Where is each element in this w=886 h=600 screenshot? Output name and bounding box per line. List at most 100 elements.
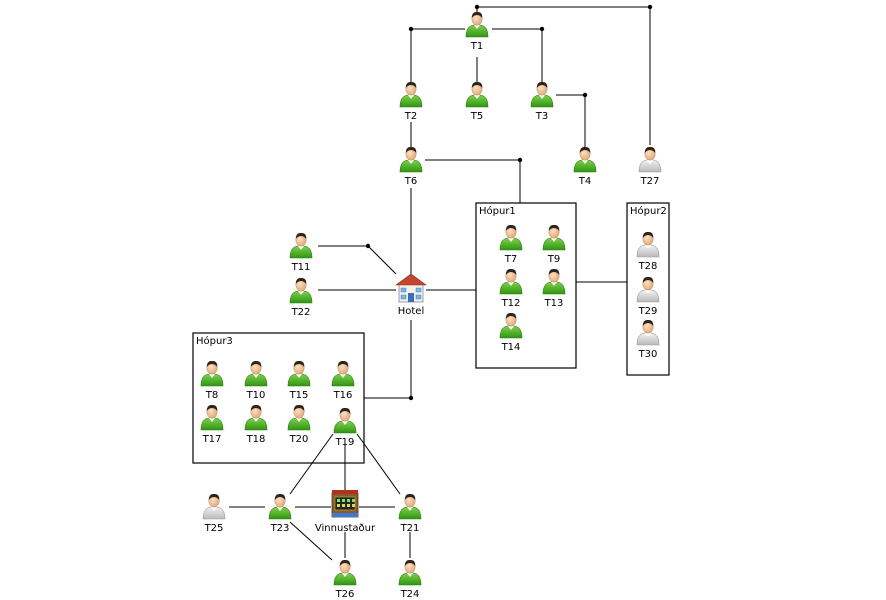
workplace-icon (331, 490, 359, 518)
node-t18[interactable]: T18 (244, 404, 268, 445)
connector-line (364, 320, 412, 399)
node-label: T30 (638, 349, 658, 360)
node-label: T7 (504, 254, 517, 265)
node-t13[interactable]: T13 (542, 268, 566, 309)
node-t28[interactable]: T28 (636, 231, 660, 272)
person-icon (542, 268, 566, 295)
node-t12[interactable]: T12 (499, 268, 523, 309)
edge-T23-T26 (289, 521, 333, 561)
edge-Hotel-g3 (364, 320, 414, 401)
node-label: Hotel (398, 306, 425, 317)
group-g2[interactable]: Hópur2 (626, 202, 670, 376)
person-icon (573, 146, 597, 173)
person-icon (333, 407, 357, 434)
person-icon (200, 360, 224, 387)
node-t3[interactable]: T3 (530, 81, 554, 122)
node-hotel[interactable]: Hotel (395, 273, 427, 317)
node-t6[interactable]: T6 (399, 146, 423, 187)
node-t15[interactable]: T15 (287, 360, 311, 401)
node-label: T12 (501, 298, 521, 309)
person-icon (465, 81, 489, 108)
node-t1[interactable]: T1 (465, 11, 489, 52)
node-t20[interactable]: T20 (287, 404, 311, 445)
group-box[interactable] (192, 332, 365, 464)
edges-layer (229, 4, 653, 561)
node-t25[interactable]: T25 (202, 493, 226, 534)
node-label: T28 (638, 261, 658, 272)
edge-T1-T3 (492, 26, 545, 82)
junction-dot (474, 4, 480, 10)
node-t16[interactable]: T16 (331, 360, 355, 401)
group-g1[interactable]: Hópur1 (475, 202, 577, 369)
node-t24[interactable]: T24 (398, 559, 422, 600)
junction-dot (365, 243, 371, 249)
person-icon (542, 224, 566, 251)
group-box[interactable] (626, 202, 670, 376)
node-t29[interactable]: T29 (636, 276, 660, 317)
group-label: Hópur1 (479, 205, 516, 217)
person-icon (333, 559, 357, 586)
node-t23[interactable]: T23 (268, 493, 292, 534)
node-t9[interactable]: T9 (542, 224, 566, 265)
edge-T19-T23 (289, 433, 334, 495)
node-label: T6 (404, 176, 417, 187)
junction-dot (408, 395, 414, 401)
node-label: T20 (289, 434, 309, 445)
junction-dot (517, 157, 523, 163)
node-t30[interactable]: T30 (636, 319, 660, 360)
person-icon (287, 404, 311, 431)
group-label: Hópur3 (196, 335, 233, 347)
node-t17[interactable]: T17 (200, 404, 224, 445)
person-icon (499, 268, 523, 295)
person-icon (331, 360, 355, 387)
edge-T11-Hotel (318, 243, 397, 275)
node-t5[interactable]: T5 (465, 81, 489, 122)
node-t10[interactable]: T10 (244, 360, 268, 401)
person-icon (499, 312, 523, 339)
node-label: T2 (404, 111, 417, 122)
node-t19[interactable]: T19 (333, 407, 357, 448)
person-icon (465, 11, 489, 38)
edge-T1-T2 (408, 26, 465, 82)
node-t4[interactable]: T4 (573, 146, 597, 187)
group-g3[interactable]: Hópur3 (192, 332, 365, 464)
junction-dot (647, 4, 653, 10)
connector-line (425, 159, 521, 203)
group-box[interactable] (475, 202, 577, 369)
node-t8[interactable]: T8 (200, 360, 224, 401)
person-inactive-icon (636, 231, 660, 258)
edge-T3-T4 (556, 92, 588, 147)
node-label: T26 (335, 589, 355, 600)
person-inactive-icon (636, 276, 660, 303)
junction-dot (582, 92, 588, 98)
node-t22[interactable]: T22 (289, 277, 313, 318)
person-icon (399, 146, 423, 173)
person-icon (530, 81, 554, 108)
node-t11[interactable]: T11 (289, 232, 313, 273)
node-label: T16 (333, 390, 353, 401)
person-icon (287, 360, 311, 387)
node-t14[interactable]: T14 (499, 312, 523, 353)
node-t21[interactable]: T21 (398, 493, 422, 534)
node-label: T8 (205, 390, 218, 401)
connector-line (556, 94, 586, 147)
node-label: T4 (578, 176, 591, 187)
node-t7[interactable]: T7 (499, 224, 523, 265)
node-t27[interactable]: T27 (638, 146, 662, 187)
group-label: Hópur2 (630, 205, 667, 217)
person-inactive-icon (638, 146, 662, 173)
node-vinnustadur[interactable]: Vinnustaður (315, 490, 376, 534)
node-label: T21 (400, 523, 420, 534)
person-icon (268, 493, 292, 520)
node-label: T27 (640, 176, 660, 187)
person-icon (289, 277, 313, 304)
node-t2[interactable]: T2 (399, 81, 423, 122)
edge-T6-g1 (425, 157, 523, 203)
edge-T1-T27 (474, 4, 653, 145)
node-label: T22 (291, 307, 311, 318)
node-t26[interactable]: T26 (333, 559, 357, 600)
node-label: T9 (547, 254, 560, 265)
connector-line (289, 521, 333, 561)
node-label: Vinnustaður (315, 523, 376, 534)
node-label: T17 (202, 434, 222, 445)
